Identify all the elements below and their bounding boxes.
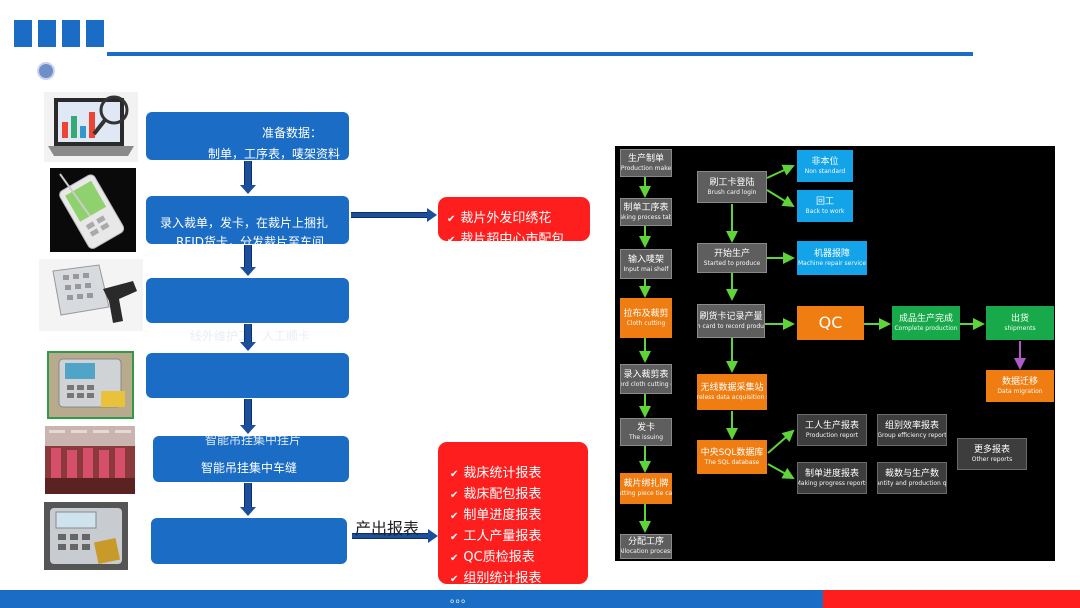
output-reports-label: 产出报表 <box>355 519 420 538</box>
node-cut-quantity-report: 裁数与生产数Cut quantity and production quanti… <box>877 462 947 494</box>
flow-arrow-4-head <box>240 425 256 434</box>
flow-arrow-5-head <box>240 507 256 516</box>
flow-step-prepare-detail: 制单，工序表，唛架资料 <box>208 147 341 160</box>
barcode-scanner-icon <box>39 259 143 331</box>
flow-arrow-3-head <box>240 342 256 351</box>
flow-arrow-to-reports-head <box>428 529 438 543</box>
header-square-2 <box>38 20 56 47</box>
flow-arrow-5 <box>244 483 252 507</box>
node-process-table: 制单工序表Making process table <box>620 198 672 226</box>
outsourcing-box: 裁片外发印绣花 裁片超中心市配包 <box>438 197 590 241</box>
flow-step-three <box>146 278 349 323</box>
footer-bar-red <box>823 590 1080 608</box>
flow-step-record-line1: 录入裁单，发卡，在裁片上捆扎 <box>160 216 329 230</box>
flow-step-four <box>146 353 349 398</box>
flow-arrow-to-embroidery <box>351 212 427 218</box>
header-square-4 <box>86 20 104 47</box>
laptop-chart-icon <box>44 92 138 162</box>
report-item-1: 裁床统计报表 <box>450 462 541 481</box>
node-tie-card: 裁片绑扎牌Cutting piece tie card <box>620 473 672 504</box>
flow-arrow-1 <box>244 161 252 185</box>
header-square-3 <box>62 20 80 47</box>
flow-step-prepare-title: 准备数据： <box>262 126 323 140</box>
report-item-5: QC质检报表 <box>450 546 534 565</box>
flow-arrow-2 <box>244 245 252 267</box>
reports-box: 裁床统计报表 裁床配包报表 制单进度报表 工人产量报表 QC质检报表 组别统计报… <box>438 442 588 584</box>
report-item-3: 制单进度报表 <box>450 504 541 523</box>
outsourcing-item-1: 裁片外发印绣花 <box>447 207 551 226</box>
node-wireless-station: 无线数据采集站The wireless data acquisition sta… <box>697 374 767 410</box>
footer-ellipsis: 。。。 <box>450 592 472 605</box>
flow-arrow-to-embroidery-head <box>427 208 437 222</box>
node-record-cutting: 录入裁剪表Record cloth cutting data <box>620 364 672 394</box>
flow-arrow-to-reports <box>352 533 428 539</box>
report-item-6: 组别统计报表 <box>450 567 541 584</box>
flow-arrow-3 <box>244 324 252 342</box>
header-rule <box>107 52 973 56</box>
footer-bar-blue <box>0 590 823 608</box>
flow-arrow-4 <box>244 399 252 425</box>
flow-arrow-1-head <box>240 185 256 194</box>
pda-device-icon <box>50 168 136 252</box>
flow-arrow-2-head <box>240 267 256 276</box>
card-reader-icon <box>44 502 128 570</box>
outsourcing-item-2: 裁片超中心市配包 <box>447 228 564 241</box>
report-item-4: 工人产量报表 <box>450 525 541 544</box>
flow-step-six <box>151 518 347 564</box>
rfid-terminal-icon <box>47 351 134 419</box>
flowchart-arrows <box>639 164 1026 533</box>
node-record-output: 刷货卡记录产量Brush card to record production <box>697 304 765 338</box>
flow-step-record-line2: RFID货卡，分发裁片至车间 <box>176 235 325 244</box>
flow-step-hanging-faint: 智能吊挂集中挂片 <box>205 436 302 447</box>
header-square-1 <box>14 20 32 47</box>
node-qc: QC <box>797 306 864 340</box>
flow-step-record-cutting: 录入裁单，发卡，在裁片上捆扎 RFID货卡，分发裁片至车间 <box>146 196 349 244</box>
sewing-floor-icon <box>45 426 135 494</box>
report-item-2: 裁床配包报表 <box>450 483 541 502</box>
flow-step-prepare-data: 准备数据： 制单，工序表，唛架资料 <box>146 112 349 160</box>
header-bullet <box>37 62 55 80</box>
flow-step-hanging-text: 智能吊挂集中车缝 <box>201 461 298 475</box>
flow-step-hanging-system: 智能吊挂集中挂片 智能吊挂集中车缝 <box>153 436 349 482</box>
